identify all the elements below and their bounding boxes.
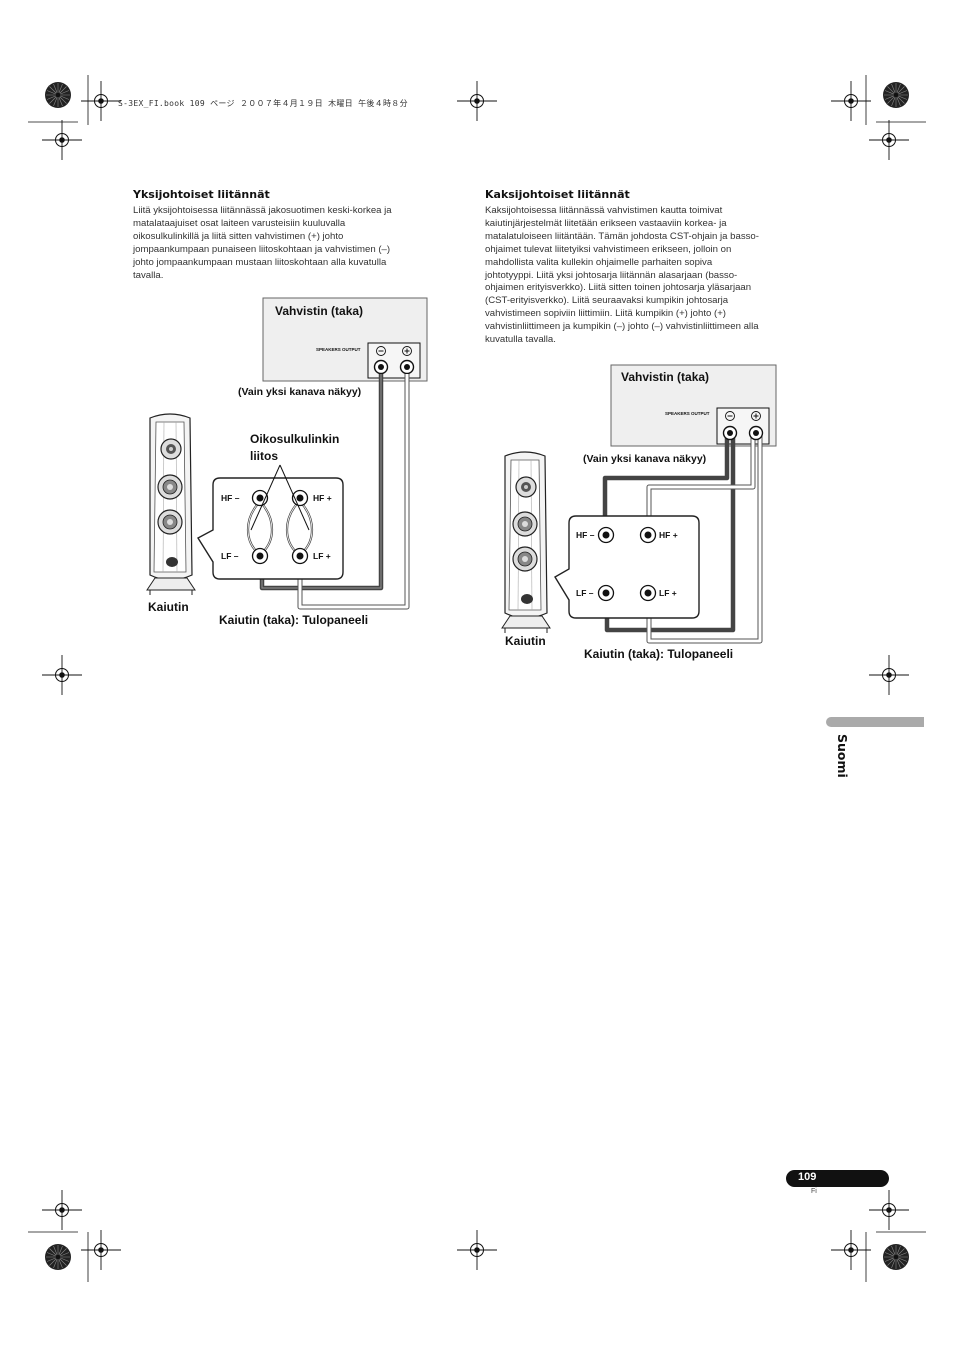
label-hf-plus: HF + [313, 493, 332, 503]
terminal-hf-plus [639, 526, 657, 544]
channel-note: (Vain yksi kanava näkyy) [583, 453, 706, 465]
minus-icon [376, 346, 386, 356]
body-line: mahdollista valita kullekin ohjaimelle p… [485, 256, 713, 268]
body-line: kuvatulla tavalla. [485, 334, 556, 346]
terminal-lf-plus [639, 584, 657, 602]
speakers-output-label: SPEAKERS OUTPUT [316, 347, 361, 352]
terminal-lf-plus [291, 547, 309, 565]
amplifier-title: Vahvistin (taka) [621, 370, 709, 384]
amplifier-title: Vahvistin (taka) [275, 304, 363, 318]
body-line: vahvistimeen sopiviin liittimiin. Liitä … [485, 308, 726, 320]
amp-terminal-plus [748, 425, 764, 441]
wire-hf-negative [602, 435, 730, 533]
body-line: johto jompaankumpaan mustaan liitoskohta… [133, 256, 387, 268]
registration-mark-icon [868, 654, 910, 696]
diagram-single-wire: Vahvistin (taka) SPEAKERS OUTPUT (Vain y… [146, 297, 428, 627]
crop-marks [28, 75, 926, 1282]
label-lf-plus: LF + [659, 588, 677, 598]
section-title-bi-wire: Kaksijohtoiset liitännät [485, 188, 630, 201]
language-tab-bar [826, 717, 924, 727]
registration-mark-icon [456, 1229, 498, 1271]
terminal-lf-minus [251, 547, 269, 565]
print-header: S-3EX_FI.book 109 ページ ２００７年４月１９日 木曜日 午後４… [118, 99, 408, 108]
body-line: tavalla. [133, 269, 164, 281]
page-language-code: Fi [811, 1188, 817, 1195]
speakers-output-label: SPEAKERS OUTPUT [665, 411, 710, 416]
label-lf-minus: LF – [221, 551, 239, 561]
terminal-lf-minus [597, 584, 615, 602]
speaker-label: Kaiutin [505, 634, 546, 648]
body-line: ohjaimet tulevat liitetyiksi vahvistimee… [485, 243, 732, 255]
registration-mark-icon [41, 1189, 83, 1231]
body-line: matalataajuiset osat laiteen varusteisii… [133, 217, 346, 229]
body-line: jompaankumpaan punaiseen liitoskohtaan j… [133, 243, 391, 255]
page-number-pill [786, 1170, 889, 1187]
speaker-output-block [367, 342, 421, 379]
plus-icon [402, 346, 412, 356]
diagram-bi-wire: Vahvistin (taka) SPEAKERS OUTPUT (Vain y… [501, 364, 777, 661]
minus-icon [725, 411, 735, 421]
amp-terminal-minus [373, 359, 389, 375]
body-line: kaiutinjärjestelmät liitetään erikseen v… [485, 217, 727, 229]
speaker-cabinet-icon [501, 451, 551, 633]
color-target-icon [882, 81, 910, 109]
registration-mark-icon [41, 119, 83, 161]
body-line: johtotyyppi. Liitä yksi johtosarja liitä… [485, 269, 738, 281]
plus-icon [751, 411, 761, 421]
registration-mark-icon [41, 654, 83, 696]
jumper-label-line1: Oikosulkulinkin [250, 432, 339, 446]
body-line: (CST-erityisverkko). Liitä seuraavaksi k… [485, 295, 729, 307]
registration-mark-icon [830, 1229, 872, 1271]
registration-mark-icon [456, 80, 498, 122]
label-hf-plus: HF + [659, 530, 678, 540]
body-line: ohjaimen erityisverkko). Liitä sitten to… [485, 282, 752, 294]
input-panel-label: Kaiutin (taka): Tulopaneeli [584, 647, 733, 661]
section-body-bi-wire: Kaksijohtoisessa liitännässä vahvistimen… [485, 205, 759, 347]
page-number: 109 [798, 1171, 817, 1183]
channel-note: (Vain yksi kanava näkyy) [238, 386, 361, 398]
registration-mark-icon [80, 1229, 122, 1271]
color-target-icon [44, 81, 72, 109]
amp-terminal-minus [722, 425, 738, 441]
callout-pointer [250, 464, 281, 531]
registration-mark-icon [868, 119, 910, 161]
label-hf-minus: HF – [576, 530, 595, 540]
section-title-single-wire: Yksijohtoiset liitännät [133, 188, 270, 201]
body-line: Kaksijohtoisessa liitännässä vahvistimen… [485, 205, 723, 216]
label-hf-minus: HF – [221, 493, 240, 503]
section-body-single-wire: Liitä yksijohtoisessa liitännässä jakosu… [133, 205, 392, 282]
amp-terminal-plus [399, 359, 415, 375]
speaker-cabinet-icon [146, 413, 196, 595]
registration-mark-icon [80, 80, 122, 122]
jumper-label-line2: liitos [250, 449, 278, 463]
body-line: matalatuloiseen liitäntään. Tämän johdos… [485, 230, 759, 242]
speaker-label: Kaiutin [148, 600, 189, 614]
callout-pointer [279, 464, 310, 531]
color-target-icon [882, 1243, 910, 1271]
registration-mark-icon [830, 80, 872, 122]
input-panel-label: Kaiutin (taka): Tulopaneeli [219, 613, 368, 627]
body-line: Liitä yksijohtoisessa liitännässä jakosu… [133, 205, 392, 216]
body-line: vahvistinliittimeen ja kumpikin (–) joht… [485, 321, 759, 333]
body-line: oikosulkulinkillä ja liitä sitten vahvis… [133, 230, 344, 242]
registration-mark-icon [868, 1189, 910, 1231]
input-panel [554, 515, 700, 619]
language-tab-label: Suomi [835, 734, 850, 778]
label-lf-minus: LF – [576, 588, 594, 598]
terminal-hf-minus [597, 526, 615, 544]
color-target-icon [44, 1243, 72, 1271]
label-lf-plus: LF + [313, 551, 331, 561]
